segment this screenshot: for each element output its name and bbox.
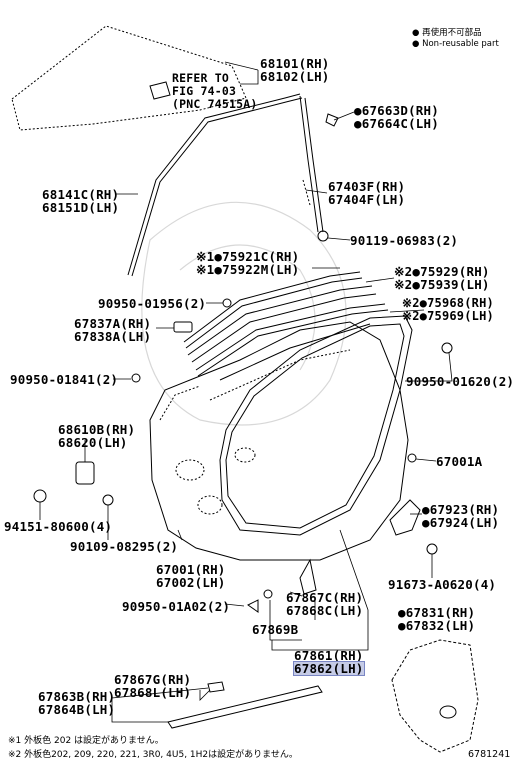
callout-67867C[interactable]: 67867C(RH) 67868C(LH) — [286, 591, 363, 617]
part-number: ●67664C(LH) — [354, 116, 439, 131]
part-number: 90950-01956(2) — [98, 296, 207, 311]
part-number: ※2●75969(LH) — [402, 309, 494, 323]
callout-67867G[interactable]: 67867G(RH) 67868L(LH) — [114, 673, 191, 699]
part-number: 67867G(RH) — [114, 672, 192, 687]
callout-67869B[interactable]: 67869B — [252, 623, 298, 636]
door-panel — [149, 321, 409, 561]
part-number: 67403F(RH) — [328, 179, 406, 194]
legend-text-en: Non-reusable part — [422, 39, 499, 49]
callout-67861[interactable]: 67861(RH) 67862(LH) — [293, 648, 365, 676]
part-number: 67868L(LH) — [114, 685, 192, 700]
part-number: 90950-01A02(2) — [122, 599, 231, 614]
part-number: 91673-A0620(4) — [388, 577, 497, 592]
legend-bullet: ● — [412, 39, 420, 49]
part-number: ※1●75921C(RH) — [196, 249, 300, 264]
door-glass — [11, 25, 247, 131]
belt-mouldings — [183, 271, 389, 381]
part-number: ●67663D(RH) — [354, 103, 439, 118]
callout-90950-01841[interactable]: 90950-01841(2) — [10, 373, 118, 386]
part-number: 67863B(RH) — [38, 689, 116, 704]
part-number: ※1●75922M(LH) — [196, 262, 300, 277]
part-number: 68151D(LH) — [42, 200, 120, 215]
part-number: ●67924(LH) — [422, 515, 500, 530]
refer-line: (PNC 74515A) — [172, 97, 258, 111]
part-number: 67867C(RH) — [286, 590, 364, 605]
callout-90950-01620[interactable]: 90950-01620(2) — [406, 375, 514, 388]
callout-refer[interactable]: REFER TO FIG 74-03 (PNC 74515A) — [172, 72, 257, 111]
inner-cover — [391, 639, 479, 753]
part-number: 68101(RH) — [260, 56, 330, 71]
part-number: 67838A(LH) — [74, 329, 152, 344]
callout-75929[interactable]: ※2●75929(RH) ※2●75939(LH) — [394, 265, 490, 291]
part-number: 67002(LH) — [156, 575, 226, 590]
callout-68141[interactable]: 68141C(RH) 68151D(LH) — [42, 188, 119, 214]
legend-row-jp: ● 再使用不可部品 — [412, 28, 482, 38]
part-number: 90119-06983(2) — [350, 233, 459, 248]
footnote-1: ※1 外板色 202 は設定がありません。 — [8, 736, 164, 746]
part-number: 67864B(LH) — [38, 702, 116, 717]
part-number: ※2●75939(LH) — [394, 277, 490, 292]
door-weatherstrip — [219, 315, 413, 536]
refer-line: FIG 74-03 — [172, 84, 237, 98]
callout-67001[interactable]: 67001(RH) 67002(LH) — [156, 563, 226, 589]
rocker-moulding — [167, 681, 323, 729]
footnote-2: ※2 外板色202, 209, 220, 221, 3R0, 4U5, 1H2は… — [8, 750, 298, 760]
part-number: 67868C(LH) — [286, 603, 364, 618]
callout-67403[interactable]: 67403F(RH) 67404F(LH) — [328, 180, 405, 206]
part-number: 67861(RH) — [294, 648, 364, 663]
callout-90109[interactable]: 90109-08295(2) — [70, 540, 178, 553]
part-number: 90950-01841(2) — [10, 372, 119, 387]
rear-channel — [299, 95, 324, 233]
part-number: 67404F(LH) — [328, 192, 406, 207]
legend-bullet: ● — [412, 28, 420, 38]
callout-67663[interactable]: ●67663D(RH) ●67664C(LH) — [354, 104, 439, 130]
part-number: ●67831(RH) — [398, 605, 476, 620]
part-number: 94151-80600(4) — [4, 519, 113, 534]
callout-75968[interactable]: ※2●75968(RH) ※2●75969(LH) — [402, 297, 494, 323]
callout-75921[interactable]: ※1●75921C(RH) ※1●75922M(LH) — [196, 250, 299, 276]
callout-91673[interactable]: 91673-A0620(4) — [388, 578, 496, 591]
small-parts — [33, 113, 453, 613]
leader-lines — [39, 61, 453, 723]
callout-94151[interactable]: 94151-80600(4) — [4, 520, 112, 533]
part-number: 67001(RH) — [156, 562, 226, 577]
part-number: 90109-08295(2) — [70, 539, 179, 554]
part-number: ●67832(LH) — [398, 618, 476, 633]
callout-67831[interactable]: ●67831(RH) ●67832(LH) — [398, 606, 475, 632]
callout-67923[interactable]: ●67923(RH) ●67924(LH) — [422, 503, 499, 529]
legend-text-jp: 再使用不可部品 — [422, 28, 482, 38]
callout-90950-01A02[interactable]: 90950-01A02(2) — [122, 600, 230, 613]
glass-run-strip — [127, 93, 303, 277]
callout-68610[interactable]: 68610B(RH) 68620(LH) — [58, 423, 135, 449]
figure-number: 6781241 — [468, 749, 511, 760]
part-number: 68620(LH) — [58, 435, 128, 450]
legend-row-en: ● Non-reusable part — [412, 39, 499, 49]
watermark-logo — [141, 201, 347, 426]
part-number: ●67923(RH) — [422, 502, 500, 517]
callout-90950-01956[interactable]: 90950-01956(2) — [98, 297, 206, 310]
callout-67837[interactable]: 67837A(RH) 67838A(LH) — [74, 317, 151, 343]
part-number: 67869B — [252, 622, 299, 637]
highlighted-part-number: 67862(LH) — [293, 661, 365, 676]
callout-67001A[interactable]: 67001A — [436, 455, 482, 468]
refer-line: REFER TO — [172, 71, 229, 85]
callout-67863[interactable]: 67863B(RH) 67864B(LH) — [38, 690, 115, 716]
callout-68101[interactable]: 68101(RH) 68102(LH) — [260, 57, 330, 83]
part-number: 68141C(RH) — [42, 187, 120, 202]
part-number: ※2●75968(RH) — [402, 296, 494, 310]
callout-90119[interactable]: 90119-06983(2) — [350, 234, 458, 247]
part-number: 67837A(RH) — [74, 316, 152, 331]
part-number: 67001A — [436, 454, 483, 469]
part-number: 90950-01620(2) — [406, 374, 515, 389]
part-number: 68102(LH) — [260, 69, 330, 84]
part-number: ※2●75929(RH) — [394, 264, 490, 279]
part-number: 68610B(RH) — [58, 422, 136, 437]
